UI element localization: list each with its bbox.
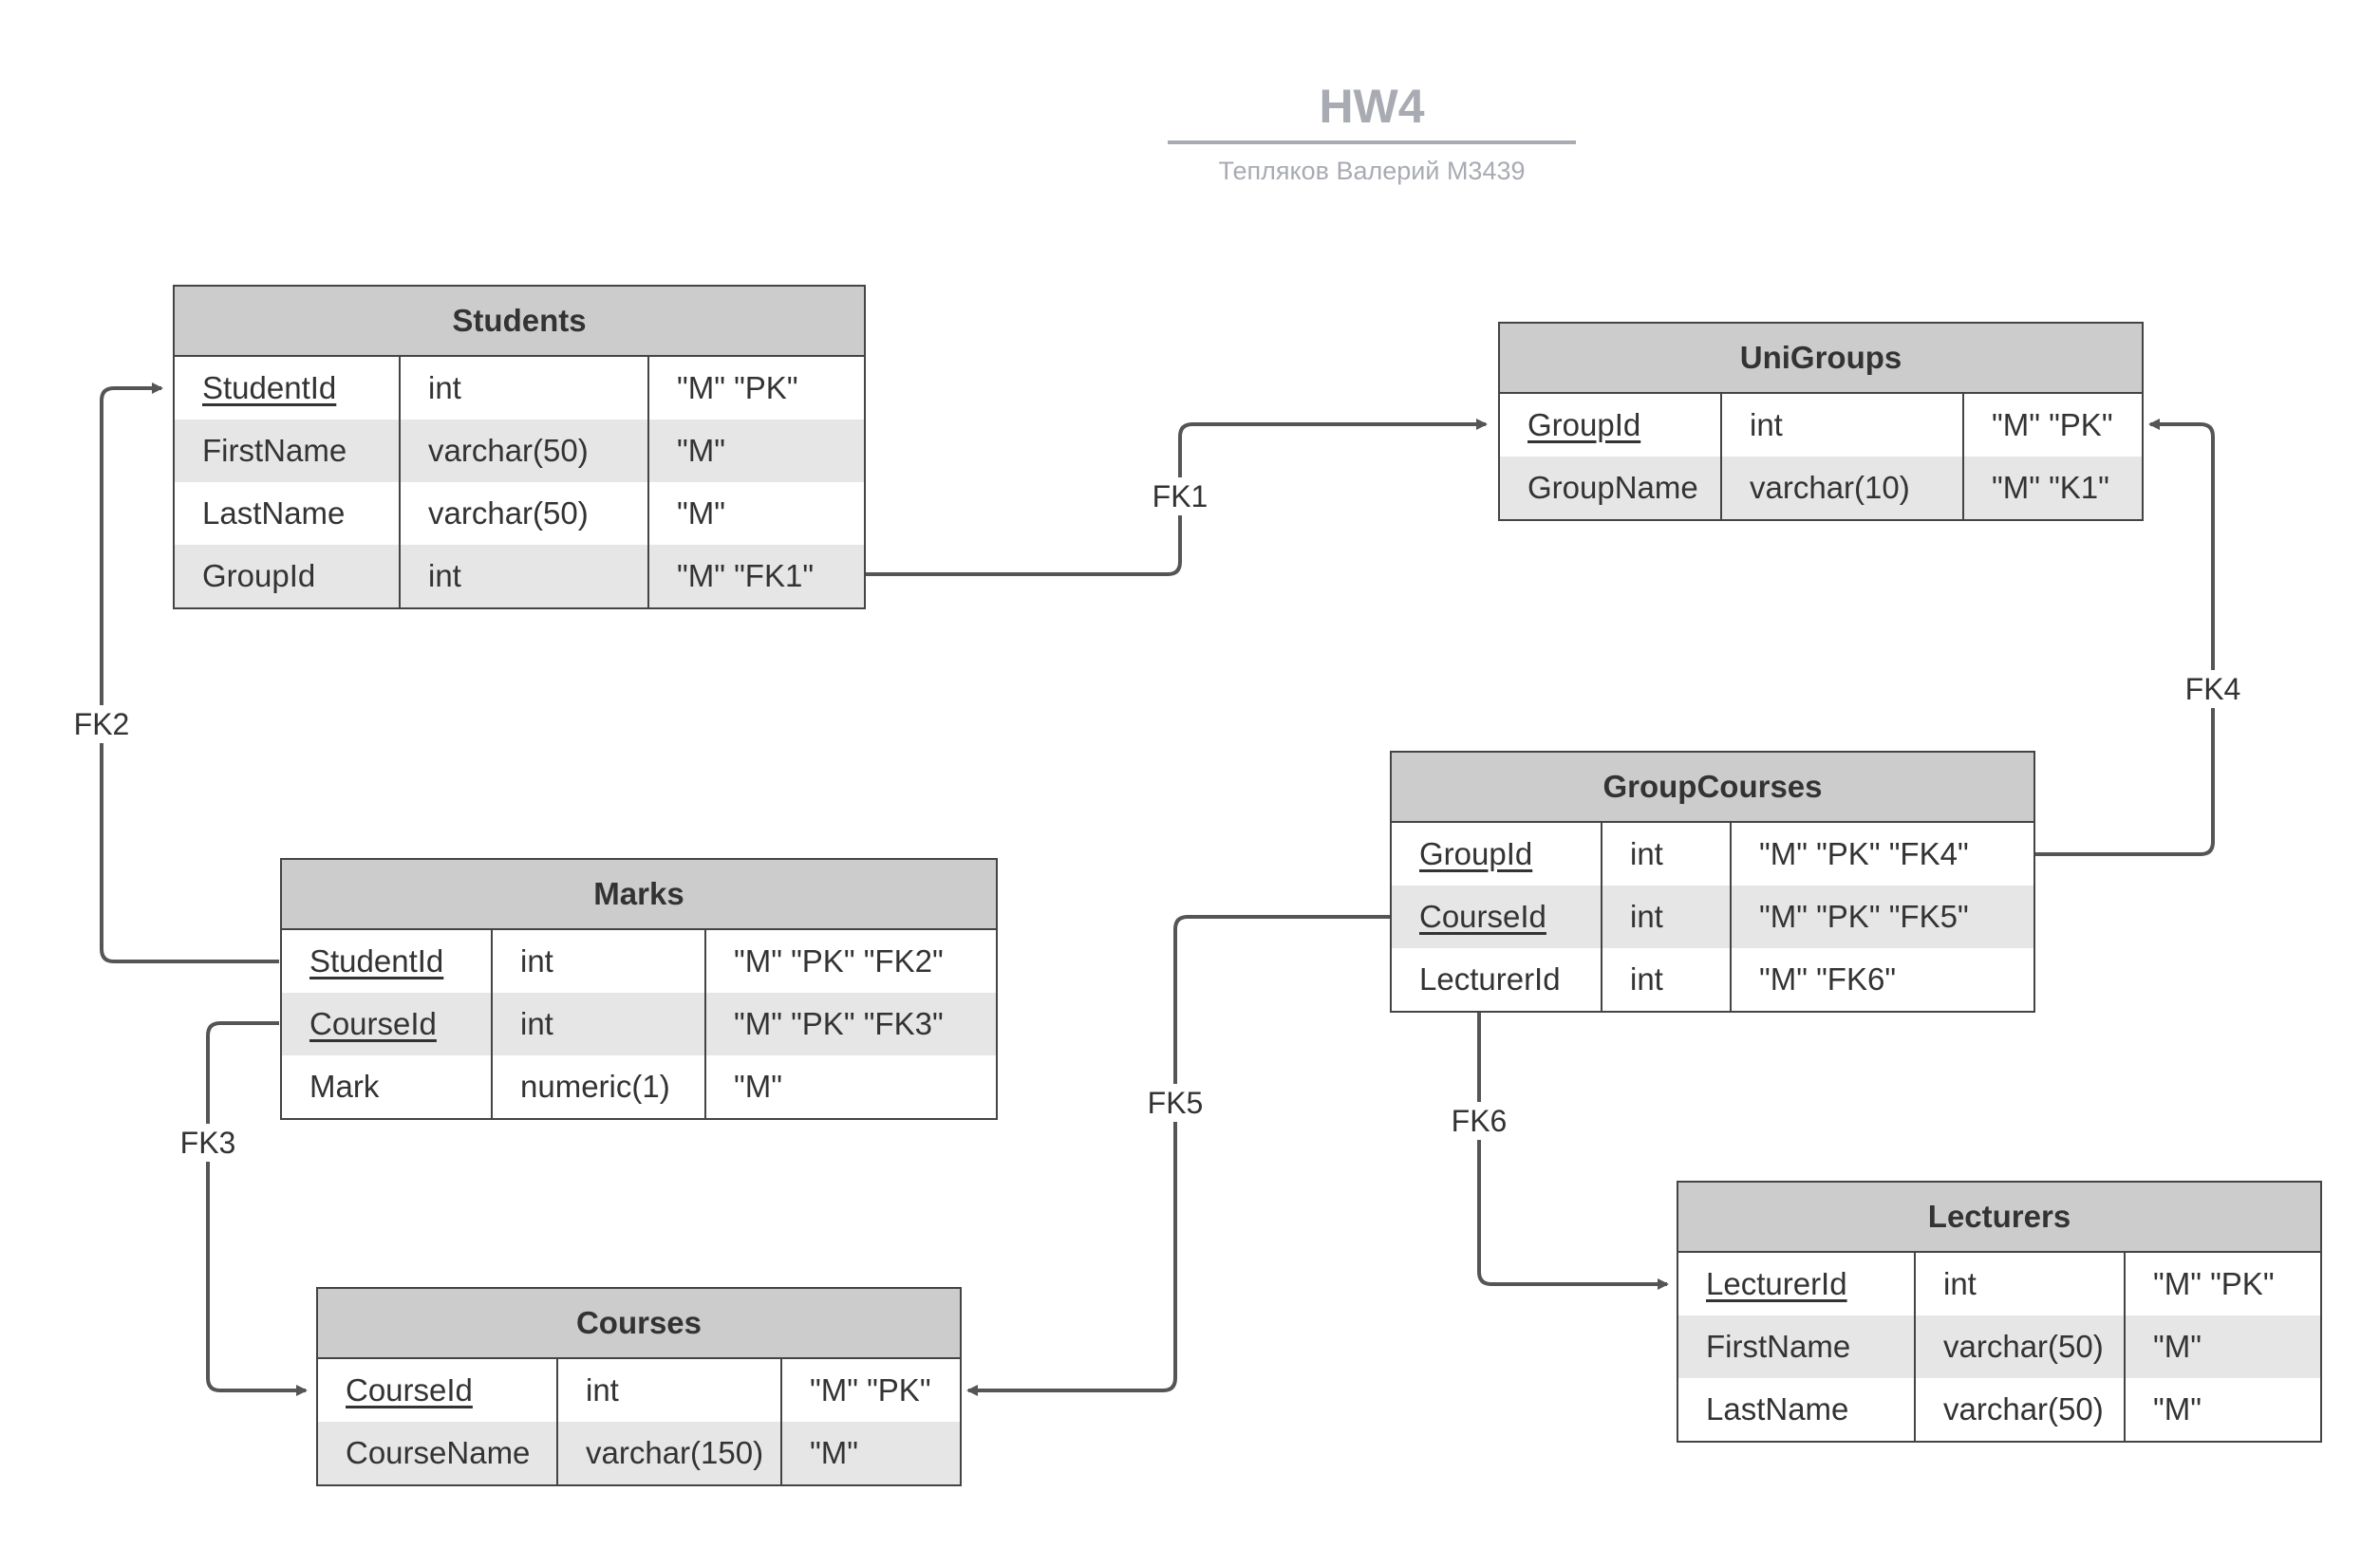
field-constraints: "M" "PK" "FK2" (704, 930, 996, 993)
fk2-label: FK2 (69, 705, 134, 743)
field-type: varchar(10) (1720, 457, 1962, 519)
field-name: CourseId (309, 1006, 437, 1041)
field-type: varchar(50) (399, 420, 647, 482)
field-type: int (1720, 394, 1962, 457)
fk3-label: FK3 (176, 1124, 240, 1162)
entity-lecturers[interactable]: Lecturers LecturerId int "M" "PK" FirstN… (1677, 1181, 2322, 1443)
field-name: GroupId (202, 558, 316, 593)
entity-row: StudentId int "M" "PK" (175, 357, 864, 420)
fk4-connector (2033, 419, 2215, 856)
field-type: int (1914, 1253, 2124, 1315)
fk2-connector (100, 382, 279, 963)
entity-row: GroupId int "M" "PK" (1500, 394, 2142, 457)
field-type: varchar(50) (1914, 1315, 2124, 1378)
field-type: int (399, 545, 647, 607)
field-type: numeric(1) (491, 1055, 704, 1118)
field-constraints: "M" "PK" (1962, 394, 2142, 457)
field-name: LecturerId (1706, 1266, 1847, 1301)
entity-header: Marks (282, 860, 996, 930)
entity-row: LastName varchar(50) "M" (1678, 1378, 2320, 1441)
fk4-label: FK4 (2181, 670, 2245, 708)
entity-header: Courses (318, 1289, 960, 1359)
field-name: LastName (1706, 1391, 1849, 1427)
field-constraints: "M" "PK" (647, 357, 864, 420)
entity-row: FirstName varchar(50) "M" (175, 420, 864, 482)
field-name: GroupId (1527, 407, 1641, 442)
field-name: CourseId (1419, 899, 1546, 934)
field-name: StudentId (202, 370, 337, 405)
field-type: int (399, 357, 647, 420)
entity-row: FirstName varchar(50) "M" (1678, 1315, 2320, 1378)
field-constraints: "M" (647, 420, 864, 482)
field-constraints: "M" "PK" "FK4" (1730, 823, 2033, 886)
diagram-subtitle: Тепляков Валерий M3439 (1218, 157, 1526, 185)
field-type: int (491, 930, 704, 993)
entity-row: GroupId int "M" "FK1" (175, 545, 864, 607)
fk3-connector (206, 1021, 308, 1396)
field-constraints: "M" "PK" "FK3" (704, 993, 996, 1055)
entity-students[interactable]: Students StudentId int "M" "PK" FirstNam… (173, 285, 866, 609)
field-type: varchar(150) (556, 1422, 780, 1484)
entity-header: Lecturers (1678, 1183, 2320, 1253)
field-name: StudentId (309, 943, 444, 979)
field-constraints: "M" "K1" (1962, 457, 2142, 519)
diagram-title-block: HW4 Тепляков Валерий M3439 (1168, 78, 1576, 186)
field-constraints: "M" (2124, 1378, 2320, 1441)
entity-courses[interactable]: Courses CourseId int "M" "PK" CourseName… (316, 1287, 962, 1486)
fk6-label: FK6 (1447, 1102, 1511, 1140)
field-constraints: "M" "PK" "FK5" (1730, 886, 2033, 948)
fk5-label: FK5 (1143, 1084, 1208, 1122)
fk1-label: FK1 (1148, 477, 1212, 515)
entity-row: CourseName varchar(150) "M" (318, 1422, 960, 1484)
entity-row: LecturerId int "M" "FK6" (1392, 948, 2033, 1011)
entity-row: CourseId int "M" "PK" "FK5" (1392, 886, 2033, 948)
entity-unigroups[interactable]: UniGroups GroupId int "M" "PK" GroupName… (1498, 322, 2144, 521)
fk5-connector (966, 915, 1390, 1396)
entity-row: LecturerId int "M" "PK" (1678, 1253, 2320, 1315)
entity-header: GroupCourses (1392, 753, 2033, 823)
field-constraints: "M" (704, 1055, 996, 1118)
field-type: varchar(50) (399, 482, 647, 545)
entity-row: GroupName varchar(10) "M" "K1" (1500, 457, 2142, 519)
entity-row: CourseId int "M" "PK" "FK3" (282, 993, 996, 1055)
field-type: int (1601, 948, 1730, 1011)
diagram-title: HW4 (1319, 80, 1425, 133)
title-divider (1168, 140, 1576, 144)
field-type: int (1601, 886, 1730, 948)
field-name: Mark (309, 1069, 380, 1104)
entity-row: StudentId int "M" "PK" "FK2" (282, 930, 996, 993)
field-constraints: "M" (780, 1422, 960, 1484)
field-name: FirstName (202, 433, 347, 468)
field-name: GroupId (1419, 836, 1533, 871)
entity-groupcourses[interactable]: GroupCourses GroupId int "M" "PK" "FK4" … (1390, 751, 2035, 1013)
entity-marks[interactable]: Marks StudentId int "M" "PK" "FK2" Cours… (280, 858, 998, 1120)
field-type: int (1601, 823, 1730, 886)
entity-row: LastName varchar(50) "M" (175, 482, 864, 545)
field-name: GroupName (1527, 470, 1698, 505)
field-constraints: "M" (647, 482, 864, 545)
entity-row: GroupId int "M" "PK" "FK4" (1392, 823, 2033, 886)
entity-header: Students (175, 287, 864, 357)
field-type: varchar(50) (1914, 1378, 2124, 1441)
field-name: CourseId (346, 1372, 473, 1408)
field-name: LecturerId (1419, 961, 1561, 997)
field-constraints: "M" "FK1" (647, 545, 864, 607)
field-constraints: "M" "PK" (780, 1359, 960, 1422)
field-constraints: "M" "FK6" (1730, 948, 2033, 1011)
field-constraints: "M" "PK" (2124, 1253, 2320, 1315)
field-name: LastName (202, 495, 346, 531)
field-constraints: "M" (2124, 1315, 2320, 1378)
entity-row: Mark numeric(1) "M" (282, 1055, 996, 1118)
fk6-connector (1477, 1010, 1669, 1290)
field-type: int (491, 993, 704, 1055)
field-name: CourseName (346, 1435, 531, 1470)
field-name: FirstName (1706, 1329, 1851, 1364)
entity-row: CourseId int "M" "PK" (318, 1359, 960, 1422)
entity-header: UniGroups (1500, 324, 2142, 394)
field-type: int (556, 1359, 780, 1422)
